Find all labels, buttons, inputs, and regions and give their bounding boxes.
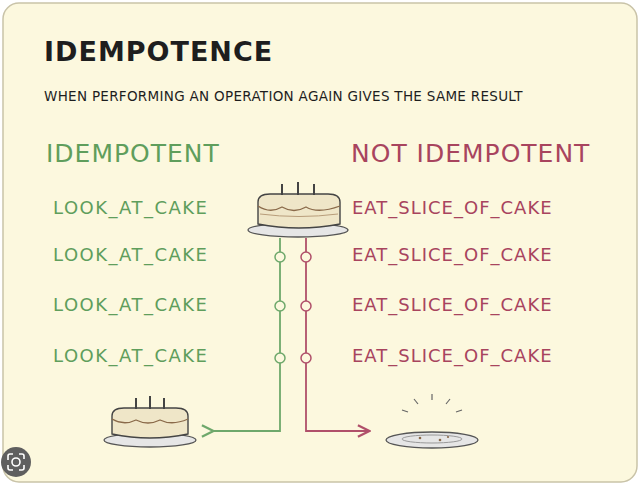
operation-label: LOOK_AT_CAKE	[53, 244, 209, 266]
operation-label-slot: EAT_SLICE_OF_CAKE	[352, 197, 553, 219]
operation-label-slot: LOOK_AT_CAKE	[53, 197, 209, 219]
operation-label-slot: EAT_SLICE_OF_CAKE	[352, 294, 553, 316]
operation-label: LOOK_AT_CAKE	[53, 345, 209, 367]
operation-label-slot: EAT_SLICE_OF_CAKE	[352, 244, 553, 266]
operation-label: EAT_SLICE_OF_CAKE	[352, 294, 553, 316]
column-heading-slot: IDEMPOTENT	[46, 139, 220, 169]
empty-plate	[386, 394, 478, 448]
cake	[248, 182, 348, 237]
operation-label: EAT_SLICE_OF_CAKE	[352, 197, 553, 219]
operation-label: LOOK_AT_CAKE	[53, 197, 209, 219]
operation-label: LOOK_AT_CAKE	[53, 294, 209, 316]
not-idempotent-line	[306, 238, 368, 431]
column-heading: IDEMPOTENT	[46, 139, 220, 169]
operation-label-slot: LOOK_AT_CAKE	[53, 244, 209, 266]
subtitle: WHEN PERFORMING AN OPERATION AGAIN GIVES…	[44, 88, 523, 104]
card	[3, 3, 637, 482]
column-heading: NOT IDEMPOTENT	[351, 139, 590, 169]
subtitle-slot: WHEN PERFORMING AN OPERATION AGAIN GIVES…	[44, 88, 523, 104]
operation-label-slot: LOOK_AT_CAKE	[53, 345, 209, 367]
operation-label: EAT_SLICE_OF_CAKE	[352, 345, 553, 367]
title: IDEMPOTENCE	[44, 36, 273, 68]
operation-label-slot: EAT_SLICE_OF_CAKE	[352, 345, 553, 367]
column-heading-slot: NOT IDEMPOTENT	[351, 139, 590, 169]
step-dots	[275, 252, 311, 363]
idempotent-line	[212, 238, 280, 431]
operation-label: EAT_SLICE_OF_CAKE	[352, 244, 553, 266]
lens-icon	[1, 447, 31, 477]
operation-label-slot: LOOK_AT_CAKE	[53, 294, 209, 316]
title-slot: IDEMPOTENCE	[44, 36, 273, 68]
whole-cake	[104, 396, 196, 447]
